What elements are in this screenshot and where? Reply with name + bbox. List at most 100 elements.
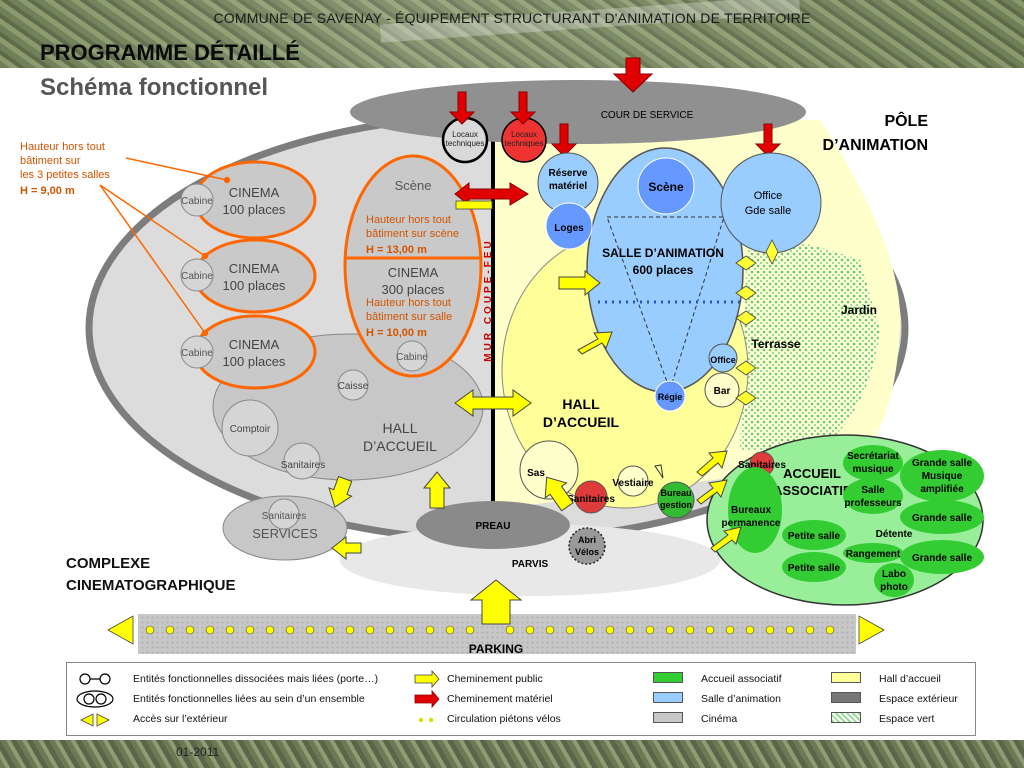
cour-service (350, 80, 806, 144)
complexe-line2: CINEMATOGRAPHIQUE (66, 577, 235, 594)
cinema-300-line2: 300 places (382, 282, 445, 297)
grande-musique-line3: amplifiée (920, 484, 964, 495)
parking-arrow-west (107, 615, 134, 645)
swatch-cinema (653, 712, 683, 723)
note-salle-line1: Hauteur hors tout (366, 297, 451, 309)
red-arrow-reserve (550, 123, 578, 157)
parking-to-parvis-arrow (469, 579, 523, 625)
double-arrow-halls (454, 389, 532, 417)
parking-label: PARKING (469, 642, 523, 656)
pole-title-line2: D’ANIMATION (823, 137, 928, 154)
cinema-300 (343, 154, 483, 378)
note-salle-line3: H = 10,00 m (366, 327, 427, 339)
legend-green-space: Espace vert (879, 713, 935, 725)
locaux-tech-1-line2: techniques (446, 139, 485, 148)
accueil-assoc-line2: ASSOCIATIF (773, 483, 851, 498)
bureaux-permanence (728, 467, 782, 553)
reserve-line1: Réserve (549, 168, 588, 179)
labo-photo (874, 563, 914, 597)
public-path-arrows (328, 269, 742, 561)
access-diamonds-east (735, 239, 779, 406)
cabine-1-label: Cabine (181, 196, 213, 207)
parking-access-dots (145, 625, 835, 635)
diamond-access (735, 360, 757, 376)
vestiaire (617, 465, 649, 497)
parvis (340, 524, 720, 596)
legend-hall: Hall d’accueil (879, 673, 941, 685)
services-label: SERVICES (252, 526, 318, 541)
office-bar (708, 343, 738, 373)
page-subtitle: Schéma fonctionnel (40, 74, 269, 101)
cinema-small-2 (180, 238, 317, 314)
swatch-associatif (653, 672, 683, 683)
legend-swatches (76, 669, 440, 727)
sanitaires-cinema-label: Sanitaires (281, 460, 325, 471)
aerial-photo-bottom-band (0, 740, 1024, 768)
cabine-2-label: Cabine (181, 271, 213, 282)
locaux-tech-2-line2: techniques (505, 139, 544, 148)
note-salle-line2: bâtiment sur salle (366, 311, 452, 323)
secretariat-musique (843, 445, 903, 481)
grande-musique-line1: Grande salle (912, 458, 972, 469)
grande-salle-3-label: Grande salle (912, 553, 972, 564)
salle-prof-line1: Salle (861, 485, 885, 496)
preau-label: PREAU (475, 521, 510, 532)
note-small-line3: les 3 petites salles (20, 169, 110, 181)
legend-public-path: Cheminement public (447, 673, 543, 685)
swatch-green-space (831, 712, 861, 723)
salle-animation-line1: SALLE D’ANIMATION (602, 246, 724, 260)
reserve-line2: matériel (549, 181, 588, 192)
parking-arrow-east (858, 615, 885, 645)
cinema-small-3 (180, 314, 317, 390)
office-label: Office (710, 355, 736, 365)
bureaux-line1: Bureaux (731, 505, 771, 516)
note-small-line1: Hauteur hors tout (20, 141, 105, 153)
cour-service-label: COUR DE SERVICE (601, 110, 694, 121)
hall-animation-line2: D’ACCUEIL (543, 414, 620, 430)
diamond-access (735, 390, 757, 406)
cinema-2-line2: 100 places (223, 278, 286, 293)
red-arrow-top-main (612, 57, 654, 93)
cabine-3-label: Cabine (181, 348, 213, 359)
cinema-1-line2: 100 places (223, 202, 286, 217)
petite-salle-1-label: Petite salle (788, 531, 841, 542)
note-scene-line2: bâtiment sur scène (366, 228, 459, 240)
grande-salle-2 (900, 500, 984, 534)
regie (654, 380, 686, 412)
legend-associatif: Accueil associatif (701, 673, 782, 685)
accueil-assoc-line1: ACCUEIL (783, 466, 841, 481)
footer-date: 01-2011 (176, 745, 220, 759)
petite-salle-2 (782, 552, 846, 582)
secretariat-line1: Secrétariat (847, 451, 899, 462)
locaux-tech-2-line1: Locaux (511, 130, 537, 139)
aerial-photo-top-band (0, 0, 1024, 68)
legend-exterior: Espace extérieur (879, 693, 958, 705)
mur-coupe-feu-label: MUR COUPE-FEU (483, 238, 494, 361)
sanitaires-services-label: Sanitaires (262, 511, 306, 522)
red-arrow-locaux-2 (509, 91, 537, 125)
bureau-gestion-line1: Bureau (660, 488, 691, 498)
locaux-tech-1-line1: Locaux (452, 130, 478, 139)
cinema-1-line1: CINEMA (229, 185, 280, 200)
jardin-label: Jardin (841, 303, 877, 317)
abri-line1: Abri (578, 535, 596, 545)
cabine-300 (396, 340, 428, 372)
vestiaire-label: Vestiaire (612, 478, 654, 489)
rangement (843, 543, 903, 563)
sanitaires-cinema (283, 442, 321, 480)
note-scene-line1: Hauteur hors tout (366, 214, 451, 226)
salle-professeurs (843, 478, 903, 514)
cabine-300-label: Cabine (396, 352, 428, 363)
labo-line1: Labo (882, 569, 906, 580)
scene-cinema-label: Scène (395, 178, 432, 193)
grande-salle-3 (900, 540, 984, 574)
sightline-triangle (606, 216, 725, 392)
sas-label: Sas (527, 468, 545, 479)
petite-salle-1 (782, 520, 846, 550)
scene-animation-label: Scène (648, 180, 684, 194)
red-arrow-office (754, 123, 782, 157)
page-title: PROGRAMME DÉTAILLÉ (40, 40, 300, 65)
scene-animation (637, 157, 695, 215)
bureau-gestion-line2: gestion (660, 500, 692, 510)
hall-cinema-line1: HALL (382, 420, 417, 436)
